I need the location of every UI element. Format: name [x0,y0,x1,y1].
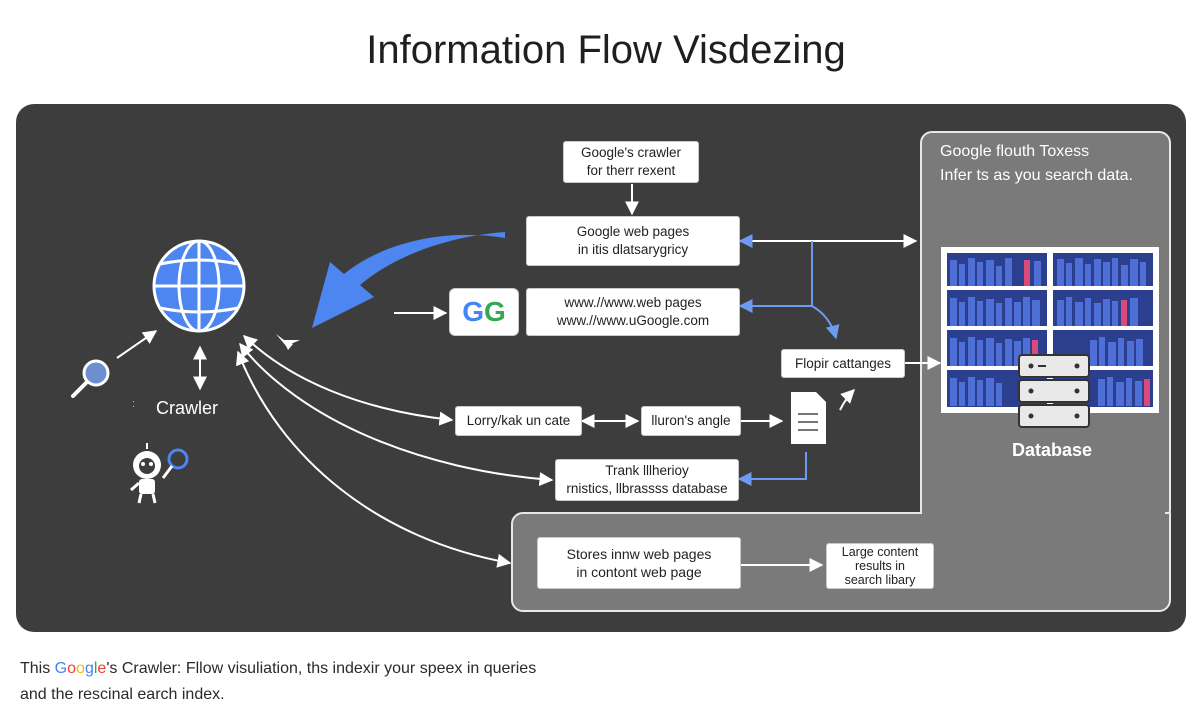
frank-box: Trank lllherioy rnistics, llbrassss data… [555,459,739,501]
region-join [922,508,1165,522]
big-flow-arrow [312,232,505,328]
flopir-box: Flopir cattanges [781,349,905,378]
globe-icon [152,239,246,333]
web-pages-box: Google web pages in itis dlatsarygricy [526,216,740,266]
database-region-title: Google flouth Toxess Infer ts as you sea… [940,143,1133,184]
google-wordmark: Google [54,660,107,677]
server-icon [1018,354,1090,428]
magnifier-icon [71,359,110,398]
caption: This Google's Crawler: Fllow visuliation… [20,656,536,708]
angle-box: lluron's angle [641,406,741,436]
crawler-note-box: Google's crawler for therr rexent [563,141,699,183]
urls-box: www.//www.web pages www.//www.uGoogle.co… [526,288,740,336]
crawler-dots: : [132,398,136,410]
caption-line-1: This Google's Crawler: Fllow visuliation… [20,660,537,677]
lorry-box: Lorry/kak un cate [455,406,582,436]
robot-icon [130,443,189,504]
google-logo-box: GG [449,288,519,336]
large-content-box: Large content results in search libary [826,543,934,589]
crawler-label: Crawler [156,398,219,418]
document-stack-icon [791,392,826,444]
diagram-title: Information Flow Visdezing [366,28,846,72]
stores-box: Stores innw web pages in contont web pag… [537,537,741,589]
caption-line-2: and the rescinal earch index. [20,686,225,703]
database-label: Database [1012,440,1093,460]
